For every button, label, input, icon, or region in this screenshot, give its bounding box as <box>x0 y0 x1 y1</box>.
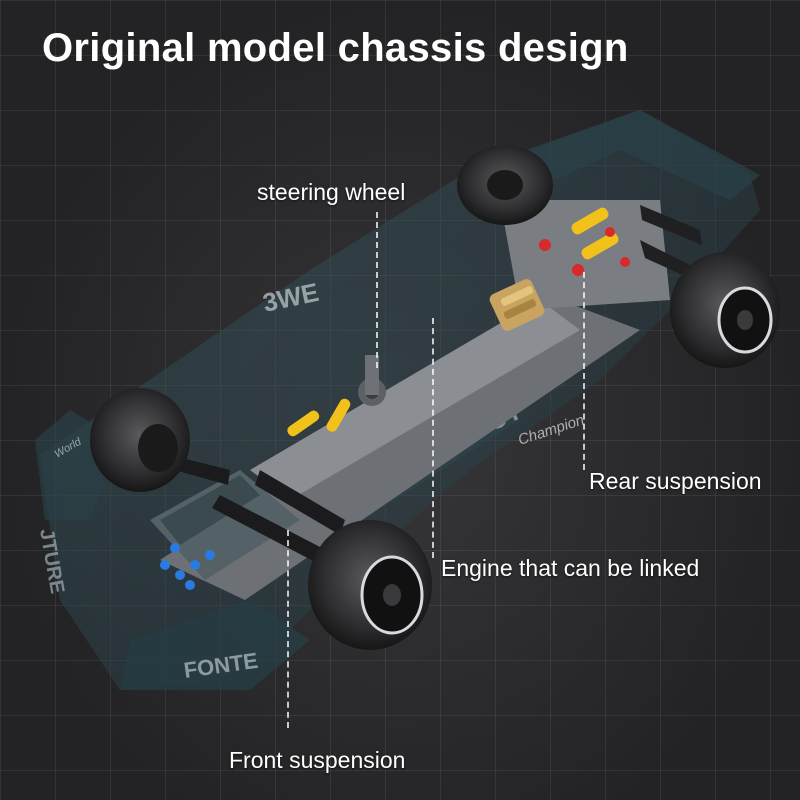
front-left-wheel <box>90 388 190 492</box>
rear-suspension-leader <box>583 272 585 470</box>
page-title: Original model chassis design <box>42 26 629 70</box>
rear-left-wheel <box>457 145 553 225</box>
front-suspension-label: Front suspension <box>229 747 406 773</box>
connector-pins <box>160 227 630 590</box>
engine-leader <box>432 318 434 558</box>
rear-suspension-label: Rear suspension <box>589 468 762 494</box>
chassis-frame <box>146 200 705 600</box>
steering-wheel-label: steering wheel <box>257 179 406 205</box>
rear-right-wheel <box>670 252 780 368</box>
front-suspension-leader <box>287 530 289 728</box>
steering-wheel-leader <box>376 212 378 368</box>
shock-absorbers <box>287 207 619 437</box>
steering-column <box>358 355 386 406</box>
engine-block <box>489 279 545 331</box>
engine-label: Engine that can be linked <box>441 555 700 581</box>
front-right-wheel <box>308 520 432 650</box>
